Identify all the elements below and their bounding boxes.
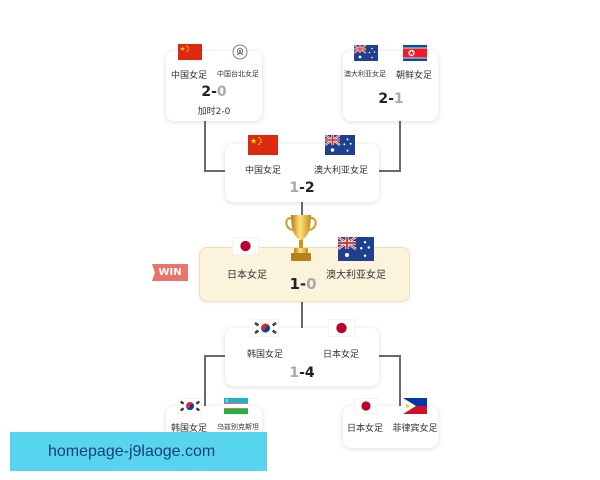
flag-china-icon — [248, 135, 278, 155]
team-name: 澳大利亚女足 — [326, 270, 386, 281]
team-name: 中国台北女足 — [217, 70, 259, 78]
team-name: 朝鲜女足 — [395, 71, 433, 81]
match-card-china-vs-australia[interactable]: 中国女足 澳大利亚女足 1 - 2 — [225, 135, 379, 202]
team-name: 中国女足 — [244, 166, 282, 176]
connector-line — [301, 300, 303, 330]
flag-chinese-taipei-icon — [232, 44, 248, 60]
connector-line — [399, 121, 401, 171]
match-score: 2 - 1 — [378, 91, 404, 107]
connector-line — [399, 355, 401, 407]
team-name: 澳大利亚女足 — [313, 166, 369, 176]
match-card-australia-vs-north-korea[interactable]: 澳大利亚女足 朝鲜女足 2 - 1 — [343, 45, 438, 121]
watermark-banner: homepage-j9laoge.com — [10, 432, 267, 471]
trophy-icon — [285, 215, 317, 261]
flag-china-icon — [178, 44, 202, 60]
connector-line — [378, 170, 401, 172]
flag-australia-icon — [338, 237, 374, 261]
team-name: 韩国女足 — [170, 424, 208, 434]
connector-line — [204, 170, 226, 172]
connector-line — [204, 355, 206, 407]
flag-uzbekistan-icon — [224, 398, 248, 414]
team-name: 日本女足 — [227, 270, 267, 281]
match-card-china-vs-chinese-taipei[interactable]: 中国女足 中国台北女足 2 - 0 加时2-0 — [166, 44, 262, 121]
match-score: 1 - 4 — [289, 365, 315, 381]
flag-north-korea-icon — [403, 45, 427, 61]
final-match-card[interactable]: 日本女足 澳大利亚女足 1 - 0 — [199, 237, 410, 302]
match-card-japan-vs-philippines[interactable]: 日本女足 菲律宾女足 — [343, 398, 438, 448]
team-name: 澳大利亚女足 — [344, 70, 386, 78]
team-name: 韩国女足 — [246, 350, 284, 360]
team-name: 日本女足 — [346, 424, 384, 434]
match-score: 1 - 2 — [289, 180, 315, 196]
flag-australia-icon — [354, 45, 378, 61]
match-card-korea-vs-japan[interactable]: 韩国女足 日本女足 1 - 4 — [225, 319, 379, 386]
team-name: 乌兹别克斯坦 — [217, 423, 259, 431]
team-name: 日本女足 — [322, 350, 360, 360]
win-badge: WIN — [152, 264, 188, 281]
match-score: 1 - 0 — [289, 275, 317, 293]
match-score: 2 - 0 — [201, 84, 227, 100]
connector-line — [204, 121, 206, 171]
connector-line — [204, 355, 226, 357]
team-name: 菲律宾女足 — [392, 424, 438, 434]
flag-japan-icon — [232, 237, 259, 255]
flag-australia-icon — [325, 135, 355, 155]
flag-japan-icon — [354, 398, 378, 414]
team-name: 中国女足 — [170, 71, 208, 81]
flag-south-korea-icon — [252, 319, 279, 337]
flag-philippines-icon — [403, 398, 427, 414]
connector-line — [378, 355, 401, 357]
flag-south-korea-icon — [178, 398, 202, 414]
extra-time-result: 加时2-0 — [197, 107, 231, 117]
flag-japan-icon — [328, 319, 355, 337]
